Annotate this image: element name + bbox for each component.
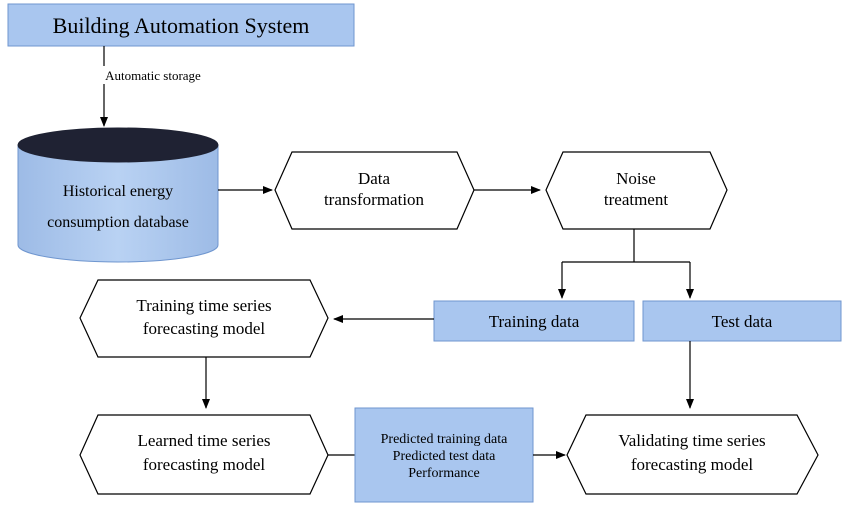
noise-treatment-line2: treatment bbox=[604, 190, 668, 209]
training-model-line1: Training time series bbox=[136, 296, 271, 315]
learned-model-line2: forecasting model bbox=[143, 455, 266, 474]
validating-model-line2: forecasting model bbox=[631, 455, 754, 474]
predicted-results-box: Predicted training data Predicted test d… bbox=[354, 407, 534, 503]
training-data-label: Training data bbox=[489, 312, 580, 331]
validating-model-line1: Validating time series bbox=[618, 431, 765, 450]
predicted-training-data-label: Predicted training data bbox=[381, 432, 509, 447]
data-transformation-line1: Data bbox=[358, 169, 391, 188]
learned-model-line1: Learned time series bbox=[137, 431, 270, 450]
performance-label: Performance bbox=[408, 466, 480, 481]
training-model-node: Training time series forecasting model bbox=[79, 279, 329, 358]
noise-split-connector bbox=[558, 229, 694, 299]
training-model-line2: forecasting model bbox=[143, 319, 266, 338]
building-automation-system-label: Building Automation System bbox=[53, 13, 310, 38]
training-data-box: Training data bbox=[433, 300, 635, 342]
predicted-test-data-label: Predicted test data bbox=[393, 449, 496, 464]
automatic-storage-label: Automatic storage bbox=[105, 68, 201, 83]
data-transformation-line2: transformation bbox=[324, 190, 425, 209]
noise-treatment-node: Noise treatment bbox=[545, 151, 728, 230]
test-data-label: Test data bbox=[712, 312, 773, 331]
storage-label-bg bbox=[96, 66, 216, 84]
validating-model-node: Validating time series forecasting model bbox=[566, 414, 819, 495]
building-automation-system-box: Building Automation System bbox=[7, 3, 355, 47]
database-label-line1: Historical energy bbox=[63, 183, 173, 200]
database-label-line2: consumption database bbox=[47, 214, 189, 231]
noise-treatment-line1: Noise bbox=[616, 169, 656, 188]
learned-model-node: Learned time series forecasting model bbox=[79, 414, 329, 495]
test-data-box: Test data bbox=[642, 300, 842, 342]
data-transformation-node: Data transformation bbox=[274, 151, 475, 230]
historical-energy-database: Historical energy consumption database bbox=[17, 127, 219, 263]
